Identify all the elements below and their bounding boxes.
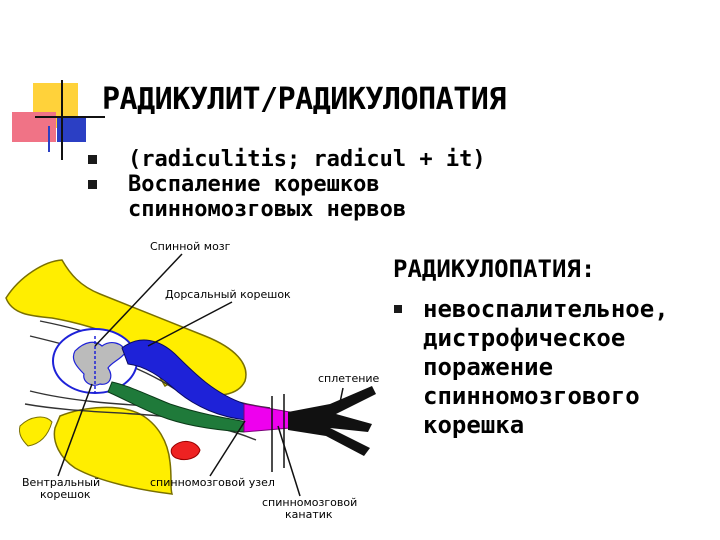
bullet-text: Воспаление корешков [128, 172, 380, 197]
pointer-line-ganglion [209, 420, 246, 477]
label-nerve-line1: спинномозговой [262, 496, 357, 509]
label-spinal-cord: Спинной мозг [150, 240, 231, 253]
pointer-line-spinal-cord [94, 253, 183, 347]
label-ventral-root-line1: Вентральный [22, 476, 100, 489]
label-dorsal-root: Дорсальный корешок [165, 288, 291, 301]
spinal-root-diagram: Спинной мозг Дорсальный корешок сплетени… [5, 240, 380, 521]
pointer-line-nerve [277, 425, 301, 497]
nerve-plexus-shape [288, 386, 376, 456]
definition-line: спинномозгового [423, 382, 640, 410]
bullet-square-icon [394, 305, 402, 313]
definition-line: невоспалительное, [393, 295, 669, 324]
pointer-line-ventral-root [57, 383, 93, 477]
label-nerve-line2: канатик [285, 508, 333, 521]
bullet-square-icon [88, 180, 97, 189]
label-ganglion: спинномозговой узел [150, 476, 275, 489]
page-title: РАДИКУЛИТ/РАДИКУЛОПАТИЯ [102, 82, 506, 117]
spinal-nerve-shape [243, 403, 291, 433]
pointer-line-plexus [337, 387, 344, 413]
intro-bullets: (radiculitis; radicul + it) Воспаление к… [88, 147, 486, 222]
lower-bone-shape [53, 406, 174, 495]
pointer-line-dorsal-root [147, 301, 233, 347]
decor-vertical-line [61, 80, 63, 160]
red-spot-shape [170, 441, 201, 461]
definition-line: дистрофическое [423, 324, 626, 352]
radiculopathy-definition: невоспалительное, дистрофическое поражен… [393, 295, 669, 440]
label-ventral-root-line2: корешок [40, 488, 91, 501]
bullet-item: Воспаление корешков [88, 172, 486, 197]
bullet-continuation: спинномозговых нервов [128, 197, 407, 222]
radiculopathy-heading: РАДИКУЛОПАТИЯ: [393, 255, 596, 283]
left-bone-ridge [19, 416, 53, 447]
decor-horizontal-line [35, 116, 105, 118]
cord-gray-matter [72, 341, 127, 386]
label-plexus: сплетение [318, 372, 380, 385]
definition-line: поражение [423, 353, 554, 381]
bullet-text: (radiculitis; radicul + it) [128, 147, 486, 172]
bullet-square-icon [88, 155, 97, 164]
definition-line: корешка [423, 411, 525, 439]
bullet-item: (radiculitis; radicul + it) [88, 147, 486, 172]
decor-blue-vertical-line [48, 126, 50, 152]
definition-text: невоспалительное, [423, 295, 669, 323]
